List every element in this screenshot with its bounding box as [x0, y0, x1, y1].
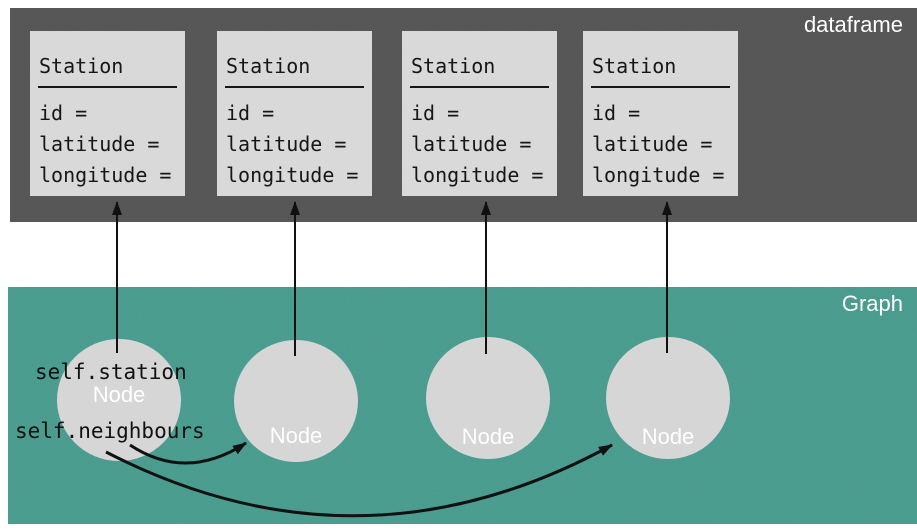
field-latitude: latitude = — [411, 132, 532, 156]
station-card-title: Station — [411, 54, 496, 78]
dataframe-panel: dataframe Station id = latitude = longit… — [10, 8, 917, 222]
annotation-self-station: self.station — [35, 360, 187, 384]
field-latitude: latitude = — [226, 132, 347, 156]
card-title-divider — [225, 86, 364, 88]
card-title-divider — [410, 86, 549, 88]
station-card-title: Station — [39, 54, 124, 78]
station-card-1: Station id = latitude = longitude = — [30, 31, 185, 196]
station-card-3: Station id = latitude = longitude = — [402, 31, 557, 196]
node-label-2: Node — [269, 423, 323, 448]
node-label-1: Node — [92, 382, 146, 407]
field-latitude: latitude = — [39, 132, 160, 156]
field-latitude: latitude = — [592, 132, 713, 156]
field-id: id = — [592, 101, 641, 125]
graph-panel: Graph Node Node Node Node — [8, 287, 917, 524]
field-longitude: longitude = — [592, 163, 725, 187]
station-card-2: Station id = latitude = longitude = — [217, 31, 372, 196]
graph-panel-label: Graph — [841, 291, 903, 316]
card-title-divider — [38, 86, 177, 88]
field-longitude: longitude = — [411, 163, 544, 187]
station-card-title: Station — [226, 54, 311, 78]
node-label-3: Node — [461, 424, 515, 449]
node-label-4: Node — [641, 424, 695, 449]
station-card-4: Station id = latitude = longitude = — [583, 31, 738, 196]
card-title-divider — [591, 86, 730, 88]
annotation-self-neighbours: self.neighbours — [15, 419, 205, 443]
dataframe-panel-label: dataframe — [803, 12, 903, 37]
field-longitude: longitude = — [226, 163, 359, 187]
field-id: id = — [39, 101, 88, 125]
field-longitude: longitude = — [39, 163, 172, 187]
field-id: id = — [226, 101, 275, 125]
station-card-title: Station — [592, 54, 677, 78]
field-id: id = — [411, 101, 460, 125]
